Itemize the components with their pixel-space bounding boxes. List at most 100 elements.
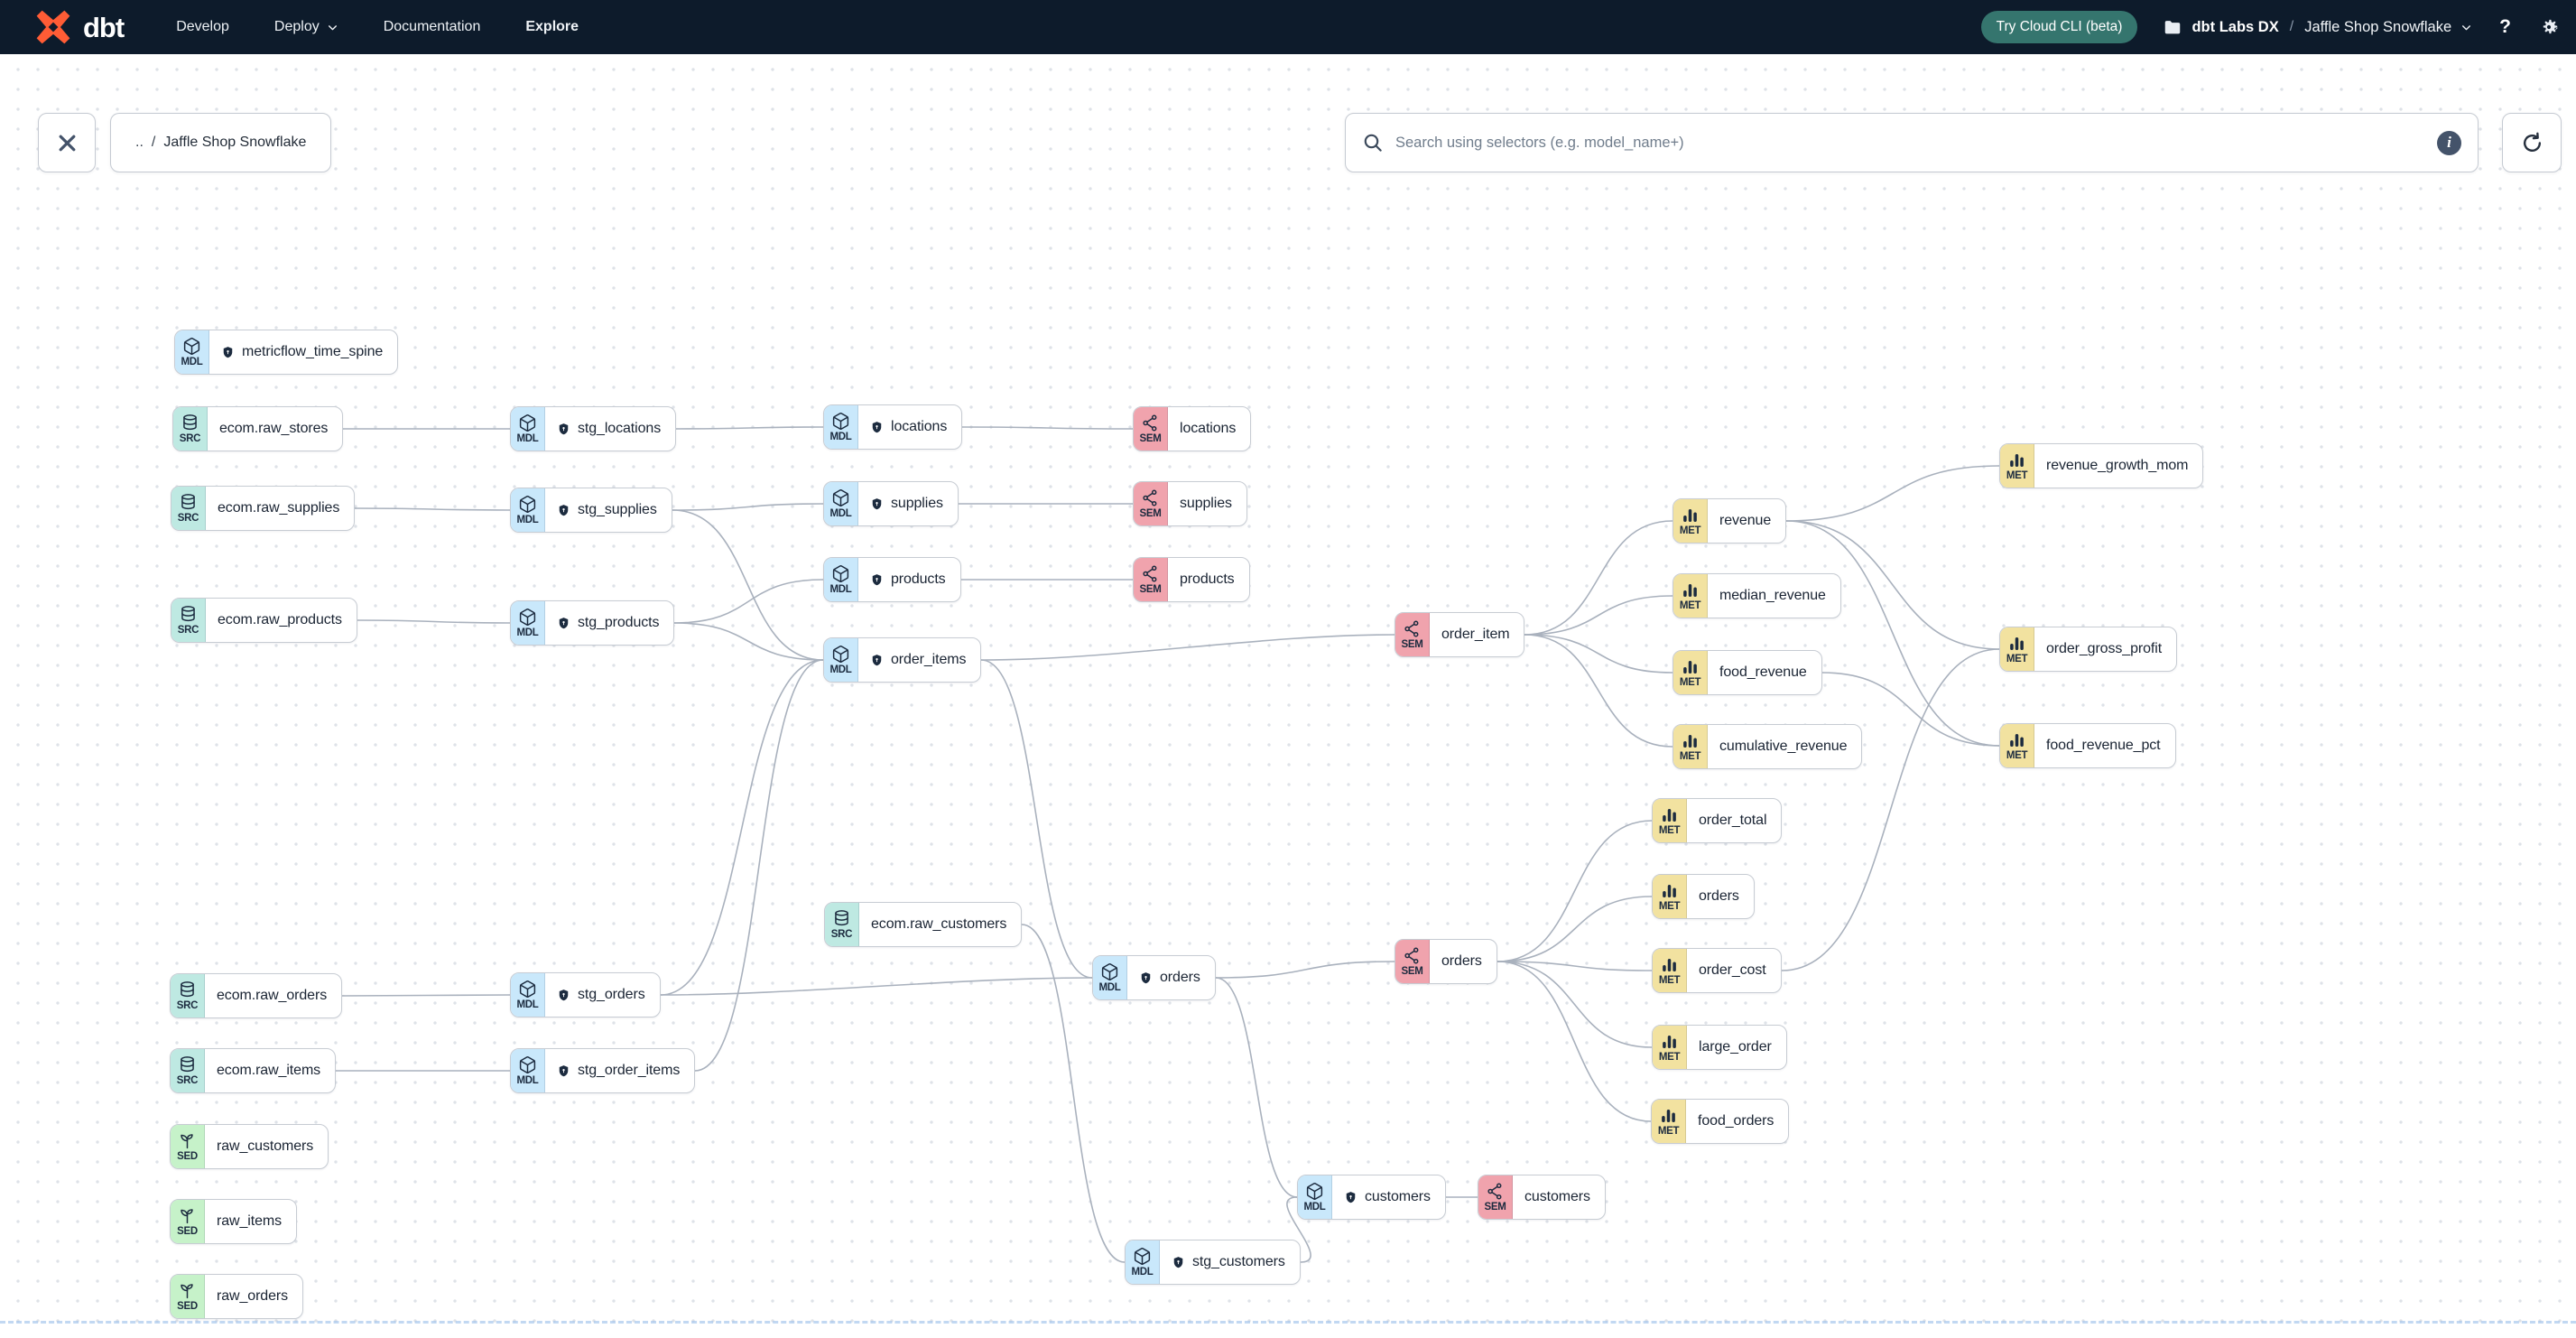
close-lineage-button[interactable]: [38, 113, 96, 172]
node-body: ecom.raw_stores: [208, 407, 342, 451]
project-name: Jaffle Shop Snowflake: [2304, 18, 2452, 35]
node-type-label: SRC: [177, 624, 199, 636]
info-icon[interactable]: i: [2437, 130, 2461, 155]
node-label: supplies: [1180, 496, 1232, 511]
node-type-label: MET: [2006, 749, 2028, 761]
try-cloud-cli-button[interactable]: Try Cloud CLI (beta): [1980, 11, 2138, 43]
node-type-badge: MDL: [824, 638, 858, 682]
node-type-label: MET: [2006, 469, 2028, 481]
refresh-graph-button[interactable]: [2502, 113, 2562, 172]
node-src_raw_stores[interactable]: SRC ecom.raw_stores: [172, 406, 344, 451]
node-type-label: SRC: [176, 1074, 199, 1086]
dbt-home-link[interactable]: dbt: [36, 10, 125, 44]
node-type-label: SRC: [179, 432, 201, 444]
node-type-badge: MDL: [1298, 1175, 1332, 1219]
node-body: stg_products: [545, 601, 673, 645]
model-cube-icon: [831, 488, 850, 507]
nav-item-deploy[interactable]: Deploy: [274, 19, 338, 35]
metric-chart-icon: [1660, 881, 1679, 900]
lineage-canvas[interactable]: [0, 54, 2576, 1338]
node-type-label: MDL: [516, 999, 539, 1010]
model-cube-icon: [182, 337, 201, 356]
viewport-edge-dashed-line: [0, 1321, 2576, 1324]
node-type-label: SRC: [177, 512, 199, 524]
nav-item-develop[interactable]: Develop: [176, 19, 229, 34]
source-database-icon: [832, 909, 851, 928]
metric-chart-icon: [2007, 451, 2026, 469]
contract-shield-icon: [223, 346, 233, 358]
node-type-label: SEM: [1401, 965, 1423, 977]
node-body: customers: [1332, 1175, 1445, 1219]
node-type-label: MET: [1658, 900, 1681, 912]
node-type-label: SEM: [1484, 1201, 1506, 1213]
chevron-down-icon: [2462, 24, 2471, 30]
breadcrumb-separator: /: [2289, 19, 2294, 34]
help-button[interactable]: ?: [2499, 16, 2511, 37]
node-body: cumulative_revenue: [1708, 725, 1861, 768]
account-project-switcher[interactable]: dbt Labs DX / Jaffle Shop Snowflake: [2163, 17, 2472, 37]
node-label: ecom.raw_customers: [871, 916, 1007, 932]
node-type-label: MDL: [1098, 981, 1121, 993]
node-label: food_revenue: [1719, 664, 1807, 680]
node-body: food_revenue: [1708, 651, 1821, 694]
source-database-icon: [178, 1055, 197, 1074]
nav-item-explore[interactable]: Explore: [525, 19, 579, 34]
node-body: ecom.raw_orders: [205, 974, 341, 1017]
breadcrumb-project-title: Jaffle Shop Snowflake: [163, 135, 307, 150]
semantic-model-icon: [1141, 413, 1160, 432]
nav-item-documentation[interactable]: Documentation: [383, 19, 481, 34]
selector-search-input[interactable]: [1395, 134, 2425, 152]
breadcrumb-separator: /: [151, 135, 156, 150]
node-type-badge: MDL: [511, 973, 545, 1017]
settings-button[interactable]: [2538, 16, 2560, 38]
node-mdl_customers[interactable]: MDL customers: [1297, 1175, 1446, 1220]
node-type-badge: MDL: [1093, 956, 1127, 999]
node-type-badge: SED: [171, 1125, 205, 1168]
folder-icon: [2165, 21, 2181, 34]
node-type-badge: SEM: [1134, 407, 1168, 451]
graph-breadcrumb[interactable]: .. / Jaffle Shop Snowflake: [110, 113, 332, 172]
node-type-label: MDL: [1303, 1201, 1326, 1213]
node-type-label: MDL: [829, 583, 852, 595]
contract-shield-icon: [559, 989, 569, 1000]
breadcrumb-up-link[interactable]: ..: [135, 135, 144, 150]
